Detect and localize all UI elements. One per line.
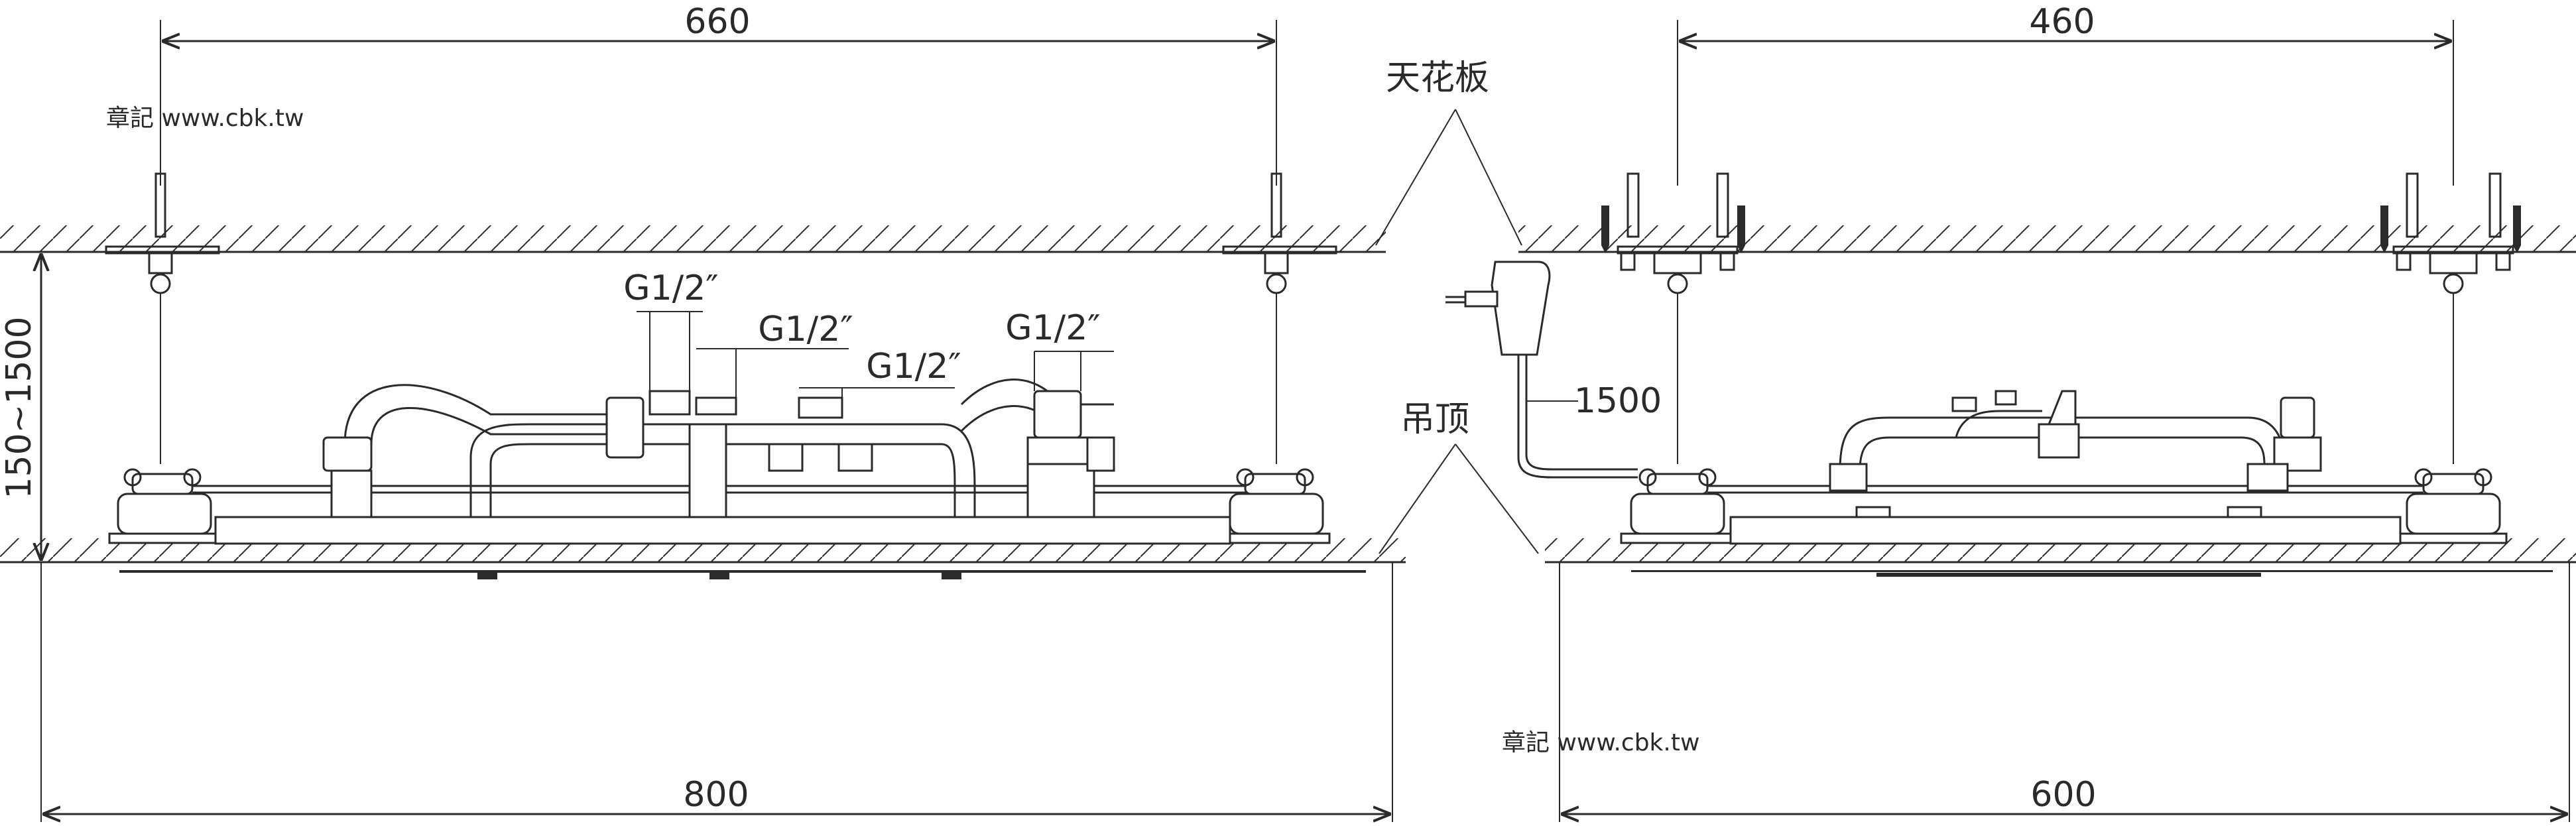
hanger-anchor-right-view-right (2380, 172, 2521, 464)
inlet-label-left: G1/2″ (623, 268, 718, 308)
shower-head-body-right (1707, 485, 2423, 545)
watermark-bottom: 章記 www.cbk.tw (1502, 729, 1699, 756)
inlet-label-right-b: G1/2″ (1005, 308, 1100, 348)
suspension-mount-right-view-left (1620, 468, 1732, 544)
dim-label-600: 600 (2030, 775, 2096, 815)
suspension-mount-left (108, 468, 220, 544)
suspended-ceiling-label: 吊顶 (1400, 400, 1469, 440)
nozzle-row-left (119, 570, 1366, 579)
hanger-anchor-right-view-left (1601, 172, 1745, 464)
suspension-mount-right (1219, 468, 1331, 544)
pipework-right (1829, 390, 2322, 518)
suspended-ceiling-callout: 吊顶 (1379, 400, 1539, 554)
power-adapter (1445, 261, 1638, 479)
ceiling-callout: 天花板 (1375, 58, 1522, 246)
hanger-anchor-left (105, 172, 220, 464)
right-side-view: 1500 (1445, 2, 2570, 822)
dim-label-height: 150~1500 (0, 316, 39, 499)
dim-label-460: 460 (2029, 2, 2095, 42)
nozzle-row-right (1631, 570, 2553, 577)
inlet-label-right-a: G1/2″ (866, 347, 961, 386)
ceiling-slab-left (0, 225, 1386, 253)
cable-length-label: 1500 (1574, 381, 1662, 421)
suspension-mount-right-view-right (2396, 468, 2508, 544)
left-front-view: G1/2″ G1/2″ G1/2″ G1/2″ 660 800 150~1500… (0, 2, 1393, 822)
dim-label-800: 800 (683, 775, 749, 815)
dim-label-660: 660 (684, 2, 750, 42)
ceiling-label: 天花板 (1386, 58, 1489, 98)
inlet-label-middle: G1/2″ (758, 310, 853, 349)
pipework-left (322, 379, 1115, 518)
hanger-anchor-right (1222, 172, 1337, 464)
watermark-top: 章記 www.cbk.tw (106, 105, 304, 132)
